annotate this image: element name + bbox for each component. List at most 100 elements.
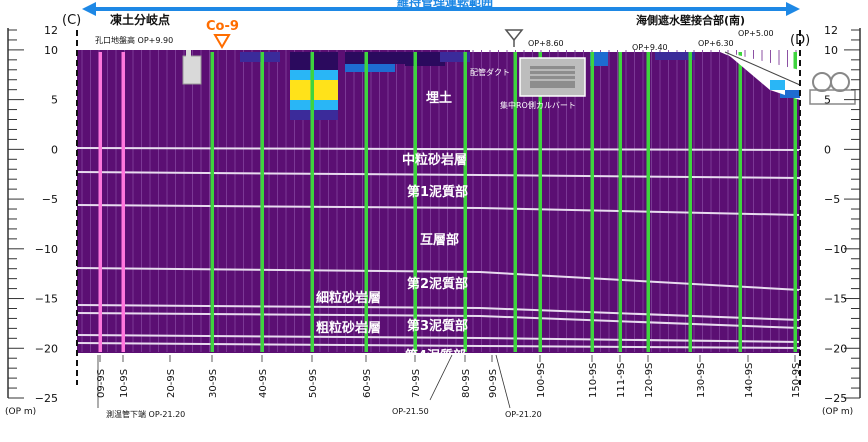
freeze-pipe — [618, 52, 622, 352]
y-unit-left: (OP m) — [5, 407, 36, 417]
y-tick-label: 5 — [824, 94, 831, 107]
ground-elevation-label: 孔口地盤高 OP+9.90 — [95, 35, 173, 45]
freeze-branch-label: 凍土分岐点 — [110, 12, 170, 27]
y-tick-label: 10 — [44, 44, 58, 57]
freeze-pipe — [793, 52, 797, 352]
elev-label: OP+6.30 — [698, 39, 734, 48]
stratum-label-fill: 埋土 — [426, 90, 452, 106]
y-unit-right: (OP m) — [822, 407, 853, 417]
stratum-label-mud3: 第3泥質部 — [407, 318, 468, 334]
stratum-label-alternating: 互層部 — [420, 232, 459, 248]
seawall-slope — [724, 51, 856, 105]
freeze-pipe — [463, 52, 467, 352]
branch-structure — [182, 50, 202, 85]
temperature-cell — [440, 52, 470, 62]
banner-label: 維持管理運転範囲 — [397, 0, 493, 9]
section-body — [77, 47, 800, 353]
y-tick-label: −15 — [35, 293, 58, 306]
culvert-structure — [519, 57, 586, 97]
y-tick-label: 5 — [51, 94, 58, 107]
co9-label: Co-9 — [206, 19, 239, 34]
y-tick-label: 0 — [824, 143, 831, 156]
pipe-label: 70-9S — [411, 369, 422, 398]
y-tick-label: −20 — [35, 342, 58, 355]
y-tick-label: 10 — [824, 44, 838, 57]
stratum-label-fine-sand: 細粒砂岩層 — [316, 290, 381, 306]
pipe-label: 100-9S — [536, 363, 547, 398]
y-axis-right — [844, 28, 861, 399]
warm-pipe — [98, 52, 102, 352]
pipe-label: 40-9S — [258, 369, 269, 398]
pipe-label: 140-9S — [744, 363, 755, 398]
pipe-label: 130-9S — [696, 363, 707, 398]
operation-range-arrow: 維持管理運転範囲 — [82, 0, 800, 16]
elev-label: OP+5.00 — [738, 29, 774, 38]
pipe-label: 111-9S — [616, 363, 627, 398]
y-tick-label: 12 — [44, 24, 58, 37]
pipe-label: 60-9S — [362, 369, 373, 398]
freeze-pipe — [590, 52, 594, 352]
freeze-pipe — [738, 52, 742, 352]
y-tick-label: −10 — [824, 243, 847, 256]
freeze-pipe — [310, 52, 314, 352]
freeze-pipe — [538, 52, 542, 352]
y-tick-label: 12 — [824, 24, 838, 37]
y-tick-label: −25 — [824, 392, 847, 405]
y-tick-label: −20 — [824, 342, 847, 355]
stratum-label-mud1: 第1泥質部 — [407, 184, 468, 200]
y-axis-labels: 12 12 10 10 5 5 0 0 −5 −5 −10 −10 −15 −15 −20 −20 −25 −25 — [35, 24, 847, 405]
temperature-cell — [405, 52, 445, 66]
freeze-pipe — [413, 52, 417, 352]
warm-pipe — [121, 52, 125, 352]
y-tick-label: −25 — [35, 392, 58, 405]
freeze-pipe — [513, 52, 517, 352]
pipe-label: 30-9S — [208, 369, 219, 398]
point-c-label: (C) — [62, 13, 81, 28]
stratum-label-medium-sand: 中粒砂岩層 — [402, 152, 467, 168]
freeze-pipe — [364, 52, 368, 352]
temperature-cell — [240, 52, 280, 62]
pipe-label: 50-9S — [308, 369, 319, 398]
temperature-cell — [655, 52, 695, 60]
y-axis-left — [7, 28, 24, 399]
pipe-label: 09-9S — [96, 369, 107, 398]
y-tick-label: −5 — [824, 193, 840, 206]
freeze-pipe — [260, 52, 264, 352]
elev-label: OP+8.60 — [528, 39, 564, 48]
culvert-label: 集中RO側カルバート — [500, 100, 576, 110]
freeze-pipe — [646, 52, 650, 352]
y-tick-label: −10 — [35, 243, 58, 256]
strata-labels: 埋土 中粒砂岩層 第1泥質部 互層部 第2泥質部 細粒砂岩層 第3泥質部 粗粒砂… — [316, 90, 468, 364]
pipe-label: 110-9S — [588, 363, 599, 398]
temperature-cell — [345, 64, 395, 72]
bottom-note-left: 測温管下端 OP-21.20 — [106, 409, 185, 419]
y-tick-label: −15 — [824, 293, 847, 306]
temperature-cell — [590, 52, 608, 66]
pipe-label: 80-9S — [461, 369, 472, 398]
seawall-joint-label: 海側遮水壁接合部(南) — [636, 13, 745, 27]
level-marker-icon — [504, 29, 524, 47]
stratum-label-mud4: 第4泥質部 — [405, 348, 466, 364]
bottom-note-mid2: OP-21.20 — [505, 410, 542, 419]
pipe-label: 120-9S — [644, 363, 655, 398]
stratum-label-coarse-sand: 粗粒砂岩層 — [316, 320, 381, 336]
y-tick-label: 0 — [51, 143, 58, 156]
pipe-label: 10-9S — [119, 369, 130, 398]
freeze-pipe — [688, 52, 692, 352]
co9-marker-icon — [213, 34, 231, 49]
pipe-label: 20-9S — [166, 369, 177, 398]
pipe-labels: 09-9S 10-9S 20-9S 30-9S 40-9S 50-9S 60-9S 70-9S… — [96, 355, 802, 398]
point-d-label: (D) — [790, 33, 810, 48]
freeze-pipe — [210, 52, 214, 352]
elev-label: OP+9.40 — [632, 43, 668, 52]
bottom-note-mid1: OP-21.50 — [392, 407, 429, 416]
elevation-labels: OP+8.60 OP+9.40 OP+6.30 OP+5.00 — [528, 29, 774, 52]
pipe-label: 150-9S — [791, 363, 802, 398]
stratum-label-mud2: 第2泥質部 — [407, 276, 468, 292]
pipe-label: 90-9S — [488, 369, 499, 398]
y-tick-label: −5 — [42, 193, 58, 206]
freeze-pipes — [98, 52, 797, 352]
duct-label: 配管ダクト — [470, 67, 510, 77]
